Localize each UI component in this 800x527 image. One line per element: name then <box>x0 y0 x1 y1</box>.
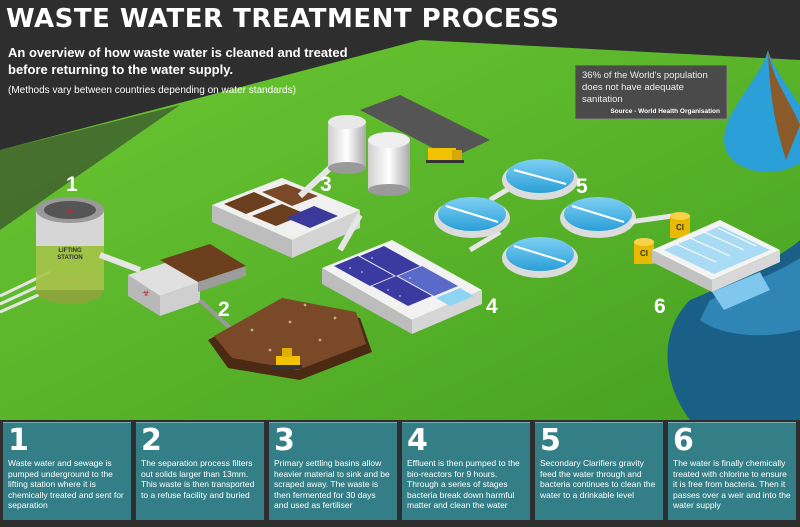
ground <box>0 40 800 420</box>
diagram-step-number: 2 <box>218 298 230 321</box>
diagram-step-number: 1 <box>66 173 78 196</box>
lifting-station: ☣ LIFTING STATION <box>36 197 104 304</box>
diagram-step-number: 3 <box>320 173 332 196</box>
conveyor <box>198 298 234 332</box>
step-panel-2: 2 The separation process filters out sol… <box>136 422 264 520</box>
step-panel-5: 5 Secondary Clarifiers gravity feed the … <box>535 422 663 520</box>
step-panel-4: 4 Effluent is then pumped to the bio-rea… <box>402 422 530 520</box>
step-number: 1 <box>8 423 29 458</box>
water-drop-icon <box>724 50 800 172</box>
step-panel-3: 3 Primary settling basins allow heavier … <box>269 422 397 520</box>
road <box>360 95 490 158</box>
lifting-station-label: LIFTING <box>58 248 82 254</box>
step-number: 2 <box>141 423 162 458</box>
diagram-step-number: 6 <box>654 295 666 318</box>
step-panel-6: 6 The water is finally chemically treate… <box>668 422 796 520</box>
ground-shadow <box>0 105 180 230</box>
primary-settling-basins <box>212 178 360 258</box>
chlorine-tanks: Cl Cl <box>634 212 690 264</box>
methods-note: (Methods vary between countries dependin… <box>8 85 296 96</box>
step-number: 3 <box>274 423 295 458</box>
svg-text:☣: ☣ <box>142 288 150 298</box>
sanitation-stat-box: 36% of the World's population does not h… <box>575 65 727 119</box>
truck <box>426 148 464 163</box>
diagram-step-number: 5 <box>576 175 588 198</box>
step-description: The separation process filters out solid… <box>141 458 255 500</box>
diagram-step-number: 4 <box>486 295 498 318</box>
page-title: WASTE WATER TREATMENT PROCESS <box>6 4 560 34</box>
step-description: Effluent is then pumped to the bio-react… <box>407 458 520 510</box>
page-subtitle: An overview of how waste water is cleane… <box>8 45 348 77</box>
svg-text:STATION: STATION <box>57 255 82 261</box>
sanitation-stat: 36% of the World's population does not h… <box>582 70 708 105</box>
step-panel-1: 1 Waste water and sewage is pumped under… <box>3 422 131 520</box>
chlorination-weir <box>652 220 780 310</box>
separation-unit: ☣ <box>128 244 246 316</box>
stat-source: Source - World Health Organisation <box>610 108 720 115</box>
step-number: 5 <box>540 423 561 458</box>
step-number: 6 <box>673 423 694 458</box>
step-number: 4 <box>407 423 428 458</box>
landfill <box>208 298 372 380</box>
digester-silos <box>328 115 410 196</box>
step-description: Secondary Clarifiers gravity feed the wa… <box>540 458 656 500</box>
chlorine-label: Cl <box>676 223 684 232</box>
svg-text:☣: ☣ <box>66 206 74 216</box>
secondary-clarifiers <box>434 159 636 278</box>
chlorine-label: Cl <box>640 249 648 258</box>
step-description: Primary settling basins allow heavier ma… <box>274 458 390 510</box>
bio-reactors <box>322 240 482 334</box>
step-description: Waste water and sewage is pumped undergr… <box>8 458 124 510</box>
bulldozer <box>272 348 302 369</box>
step-description: The water is finally chemically treated … <box>673 458 791 510</box>
